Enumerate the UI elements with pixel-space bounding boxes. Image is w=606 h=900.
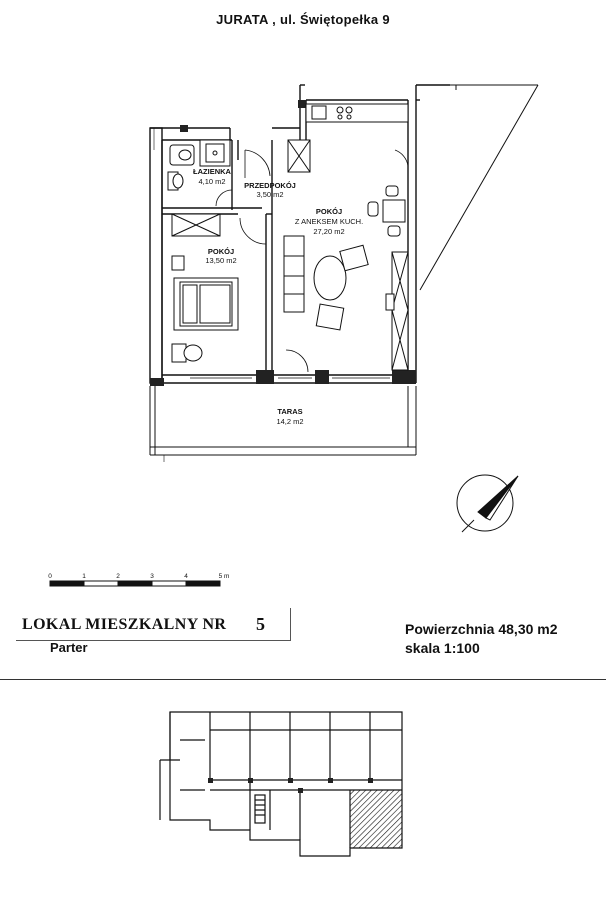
dashed-edges: [153, 128, 165, 462]
total-area: Powierzchnia 48,30 m2: [405, 621, 558, 637]
wardrobes: [171, 139, 409, 371]
bathroom-fixtures: [167, 139, 231, 191]
balcony-outline: [419, 84, 539, 291]
key-plan: [159, 711, 403, 857]
pillars: [150, 100, 416, 386]
bathroom-area: 4,10 m2: [198, 177, 225, 186]
unit-label: LOKAL MIESZKALNY NR: [22, 616, 227, 633]
terrace-label: TARAS: [277, 407, 302, 416]
scale-bar: [49, 580, 221, 587]
walls: [149, 84, 450, 384]
scale-tick-3: 3: [150, 573, 154, 580]
plan-title: JURATA , ul. Świętopełka 9: [216, 12, 390, 27]
hall-label: PRZEDPOKÓJ: [244, 181, 296, 190]
bathroom-label: ŁAZIENKA: [193, 167, 231, 176]
unit-label-frame: [16, 608, 291, 641]
terrace-area: 14,2 m2: [276, 417, 303, 426]
unit-number: 5: [256, 614, 265, 634]
living-label-line2: Z ANEKSEM KUCH.: [295, 217, 363, 226]
kitchen-counter: [305, 103, 409, 123]
scale-tick-2: 2: [116, 573, 120, 580]
living-label: POKÓJ: [316, 207, 342, 216]
drawing-scale: skala 1:100: [405, 640, 480, 656]
floor-label: Parter: [50, 640, 88, 655]
door-swings: [215, 149, 409, 373]
bedroom-furniture: [171, 255, 239, 363]
floor-plan: ŁAZIENKA 4,10 m2 PRZEDPOKÓJ 3,50 m2 POKÓ…: [48, 84, 539, 587]
scale-tick-1: 1: [82, 573, 86, 580]
hall-area: 3,50 m2: [256, 190, 283, 199]
scale-tick-5: 5 m: [219, 573, 230, 580]
scale-tick-4: 4: [184, 573, 188, 580]
living-area: 27,20 m2: [313, 227, 344, 236]
bedroom-label: POKÓJ: [208, 247, 234, 256]
terrace: [149, 386, 417, 456]
living-furniture: [283, 185, 406, 331]
north-arrow-icon: [456, 474, 519, 533]
section-divider: [0, 679, 606, 680]
bedroom-area: 13,50 m2: [205, 256, 236, 265]
scale-tick-0: 0: [48, 573, 52, 580]
